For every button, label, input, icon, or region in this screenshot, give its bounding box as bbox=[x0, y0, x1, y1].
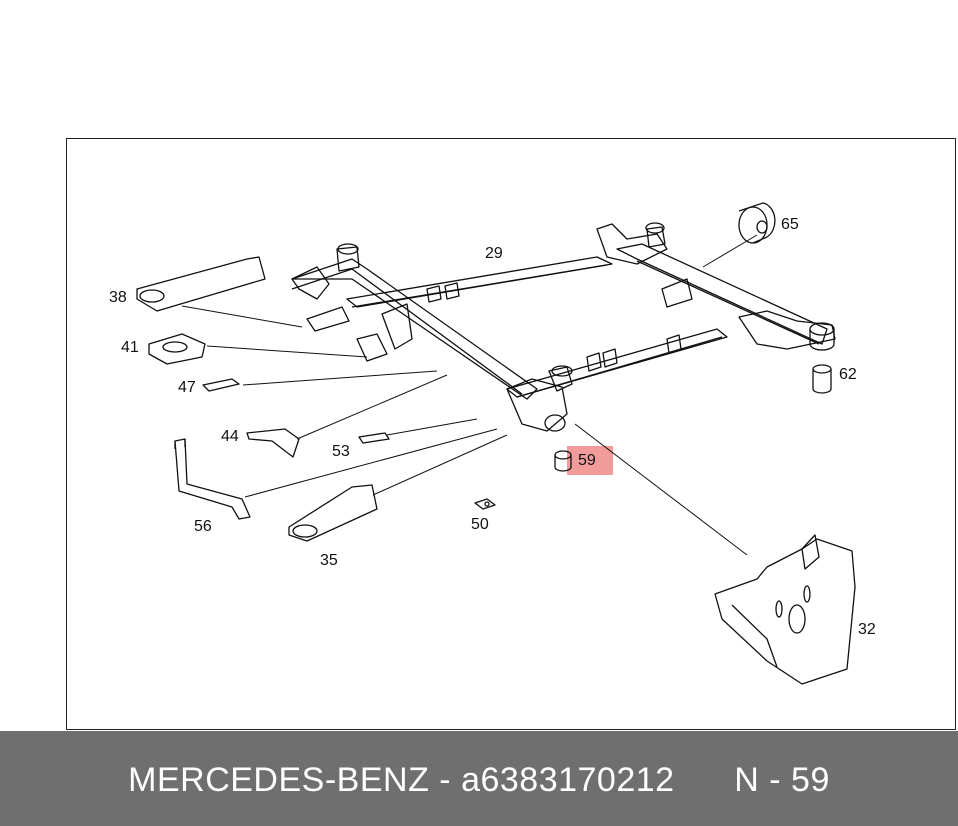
callout-47: 47 bbox=[178, 379, 196, 396]
part-56-bracket bbox=[174, 438, 251, 520]
callout-32: 32 bbox=[858, 621, 876, 638]
brand-name: MERCEDES-BENZ bbox=[128, 761, 430, 799]
callout-50: 50 bbox=[471, 516, 489, 533]
highlight-part-59 bbox=[567, 446, 613, 475]
callout-35: 35 bbox=[320, 552, 338, 569]
part-35-mount-plate bbox=[288, 484, 378, 542]
part-47-clip bbox=[202, 378, 240, 392]
callout-29: 29 bbox=[485, 245, 503, 262]
part-32-bracket bbox=[714, 534, 856, 685]
callout-53: 53 bbox=[332, 443, 350, 460]
subframe-exploded-diagram bbox=[136, 202, 856, 685]
part-53-plate bbox=[358, 432, 390, 444]
part-44-bracket bbox=[246, 428, 300, 458]
leader-lines bbox=[181, 234, 758, 556]
part-38-mount-plate bbox=[136, 256, 266, 312]
footer-caption: MERCEDES-BENZ - a6383170212 N - 59 bbox=[0, 763, 958, 797]
part-65-bushing bbox=[738, 202, 776, 244]
part-41-mount-plate bbox=[148, 333, 206, 365]
callout-44: 44 bbox=[221, 428, 239, 445]
part-59-bushing bbox=[554, 450, 572, 472]
part-number: a6383170212 bbox=[461, 761, 675, 799]
reference-label: N - 59 bbox=[734, 761, 830, 799]
callout-56: 56 bbox=[194, 518, 212, 535]
part-50-clip bbox=[474, 498, 496, 510]
part-62-bushing bbox=[812, 364, 832, 394]
footer-bar: MERCEDES-BENZ - a6383170212 N - 59 bbox=[0, 731, 958, 826]
callout-62: 62 bbox=[839, 366, 857, 383]
callout-65: 65 bbox=[781, 216, 799, 233]
callout-38: 38 bbox=[109, 289, 127, 306]
subframe bbox=[291, 222, 836, 432]
callout-59: 59 bbox=[578, 452, 596, 469]
caption-separator: - bbox=[429, 761, 462, 799]
diagram-frame: 29 65 38 41 47 44 53 62 59 56 50 35 32 bbox=[66, 138, 956, 730]
callout-41: 41 bbox=[121, 339, 139, 356]
